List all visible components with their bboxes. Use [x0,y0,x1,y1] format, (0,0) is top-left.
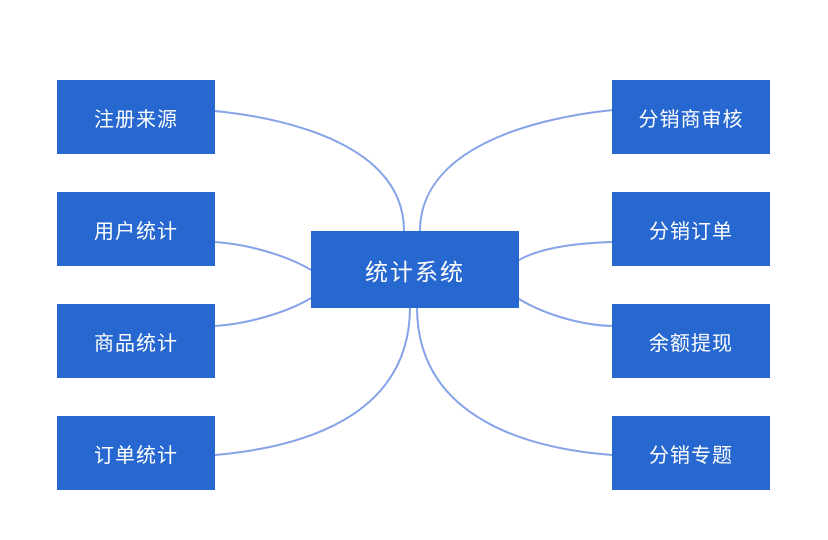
node-label: 分销专题 [649,444,733,467]
edge-order-stats [214,306,411,456]
node-center-topic[interactable]: 统计系统 [311,231,519,308]
node-label: 分销订单 [649,220,733,243]
edge-product-stats [214,297,312,327]
node-register-source[interactable]: 注册来源 [57,80,215,154]
center-topic-label: 统计系统 [365,258,465,285]
edge-balance-withdraw [518,298,613,327]
edge-distributor-review [419,109,614,232]
node-label: 注册来源 [94,108,178,131]
node-label: 分销商审核 [638,108,744,131]
edge-distribution-topic [416,306,613,456]
node-distributor-review[interactable]: 分销商审核 [612,80,770,154]
node-label: 商品统计 [94,332,178,355]
node-distribution-topic[interactable]: 分销专题 [612,416,770,490]
edge-distribution-order [518,241,613,261]
node-label: 用户统计 [94,220,178,243]
edge-user-stats [214,241,312,271]
edge-register-source [214,110,405,232]
node-product-stats[interactable]: 商品统计 [57,304,215,378]
node-label: 订单统计 [94,444,178,467]
node-balance-withdraw[interactable]: 余额提现 [612,304,770,378]
node-user-stats[interactable]: 用户统计 [57,192,215,266]
node-distribution-order[interactable]: 分销订单 [612,192,770,266]
node-label: 余额提现 [649,332,733,355]
node-order-stats[interactable]: 订单统计 [57,416,215,490]
